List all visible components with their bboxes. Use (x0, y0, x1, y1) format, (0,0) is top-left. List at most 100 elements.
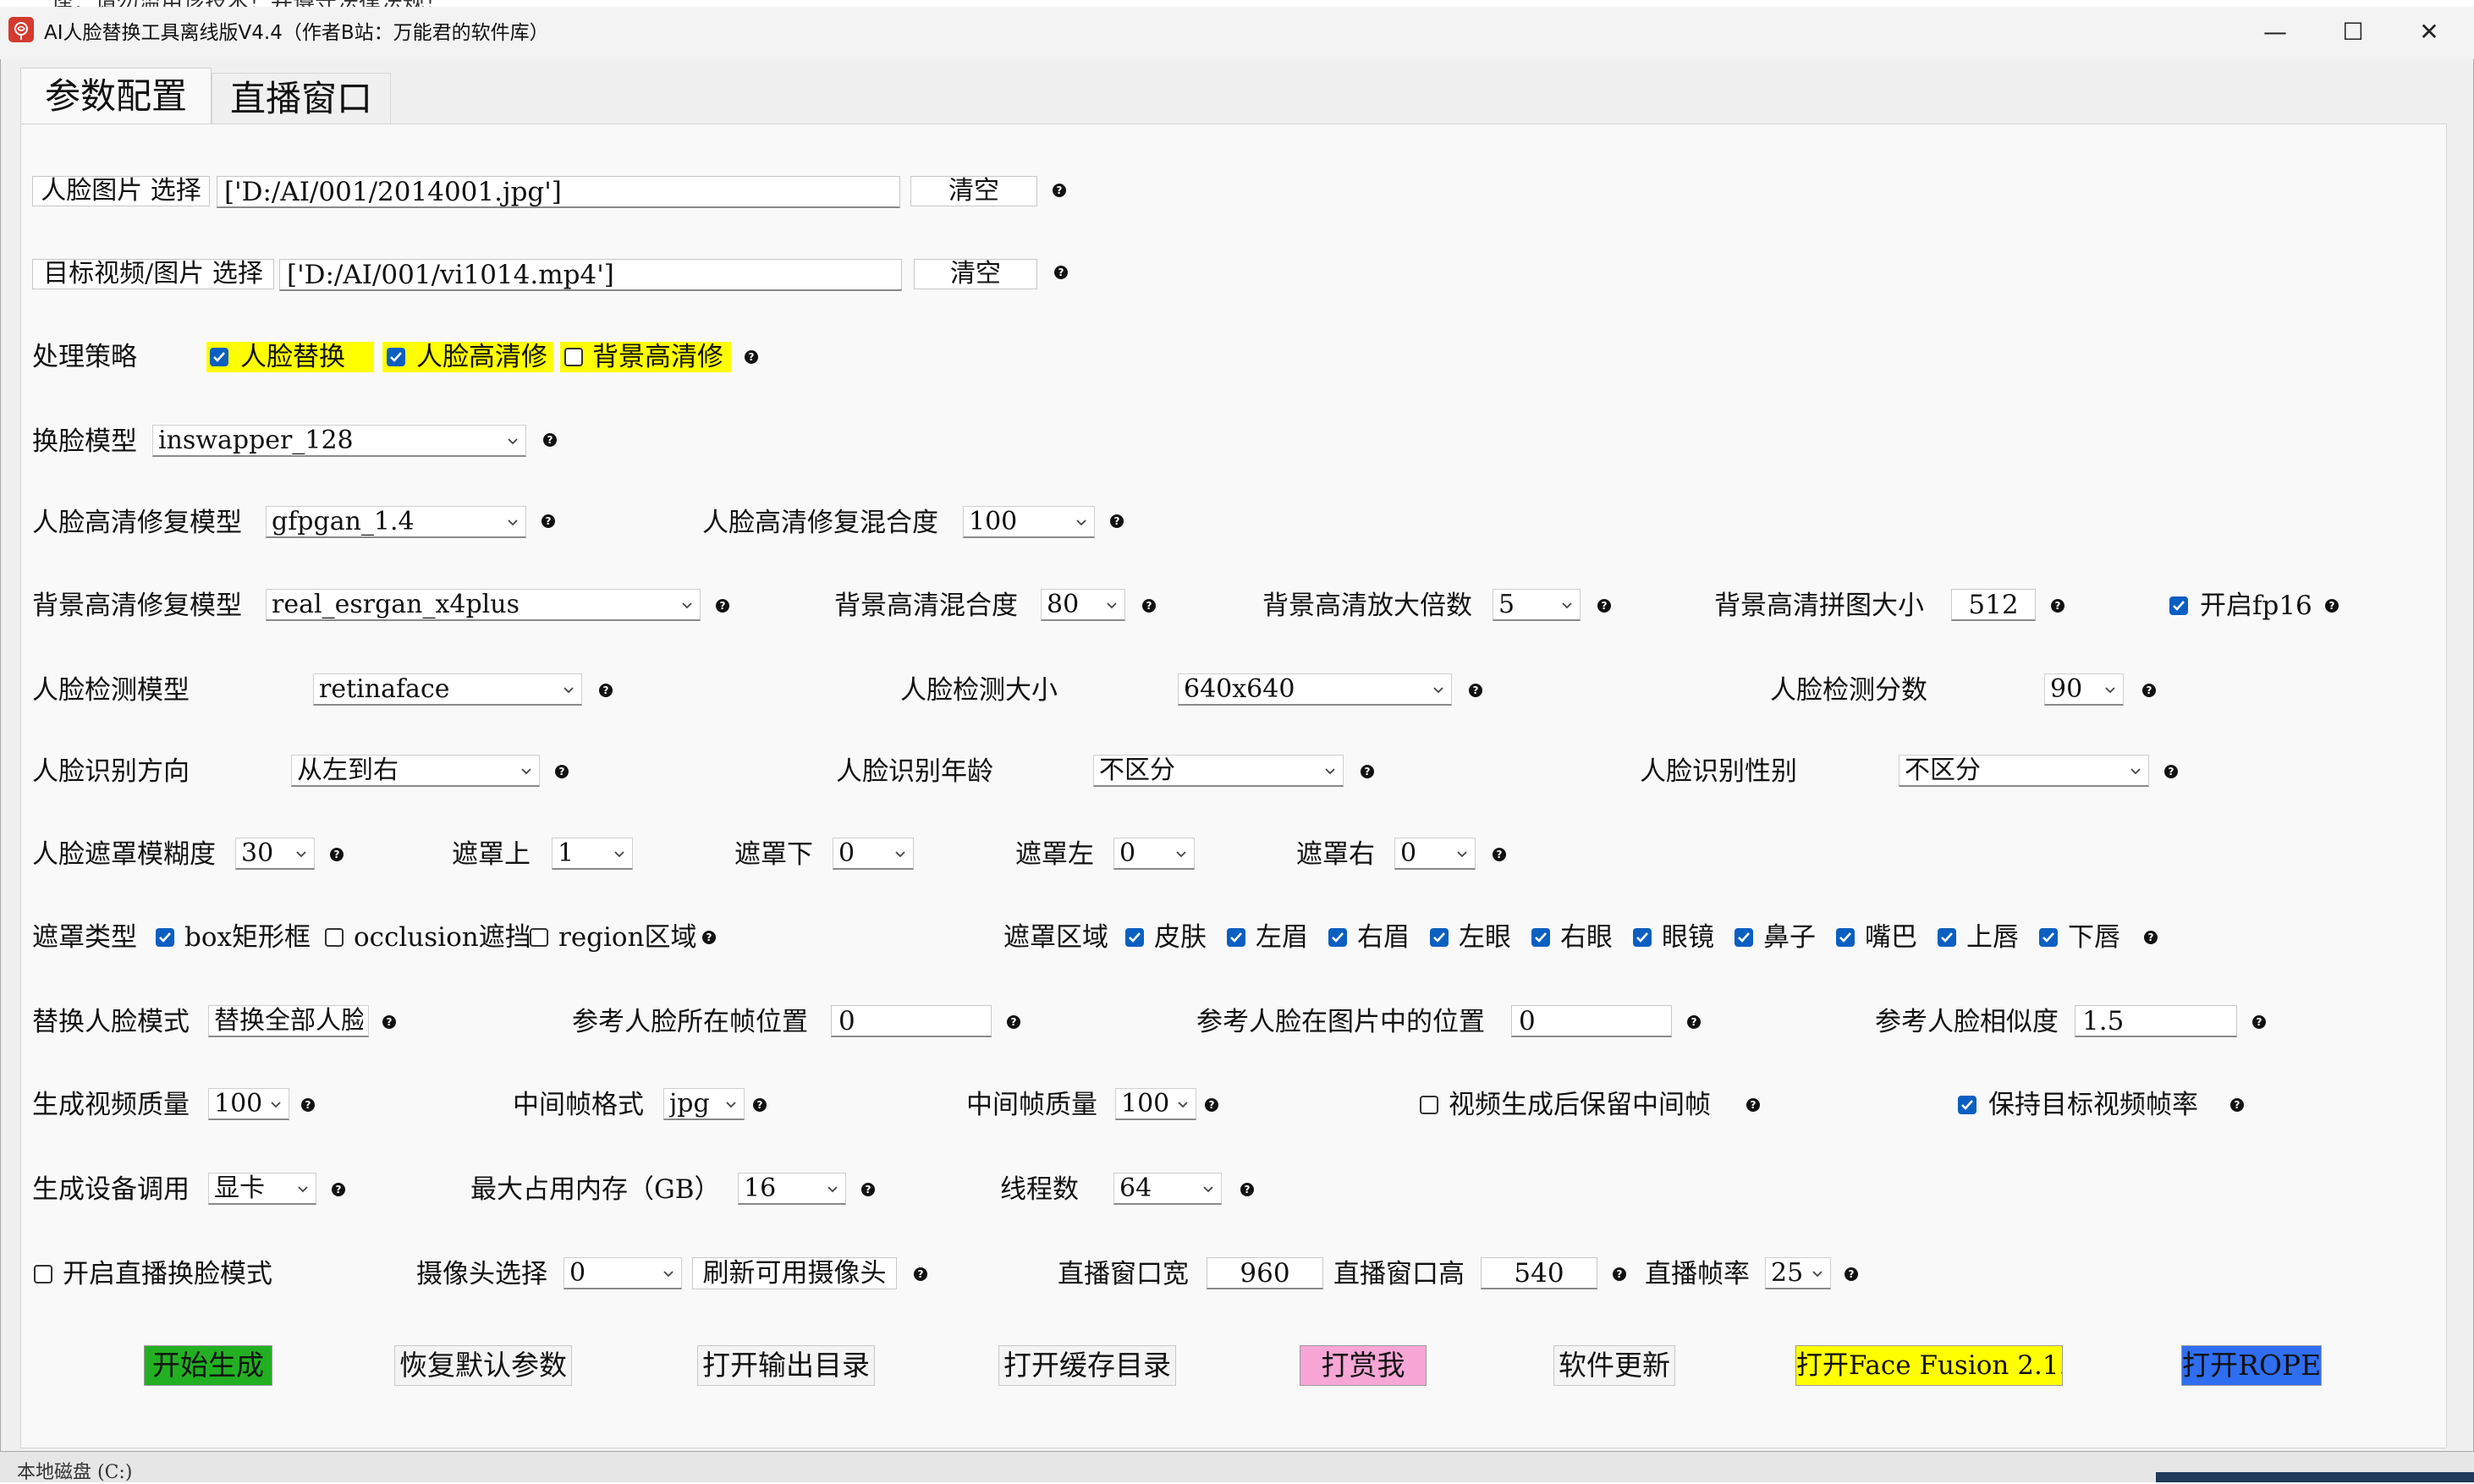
live-mode-label[interactable]: 开启直播换脸模式 (63, 1259, 272, 1289)
region-right-eye-checkbox[interactable] (1531, 928, 1550, 947)
question-icon[interactable]: ? (702, 931, 716, 944)
question-icon[interactable]: ? (543, 433, 557, 447)
question-icon[interactable]: ? (753, 1098, 767, 1112)
question-icon[interactable]: ? (1687, 1015, 1701, 1029)
region-mouth-checkbox[interactable] (1836, 928, 1855, 947)
question-icon[interactable]: ? (716, 599, 729, 613)
region-nose-checkbox[interactable] (1735, 928, 1753, 947)
replace-mode-dropdown[interactable]: 替换全部人脸 (208, 1005, 369, 1037)
close-button[interactable]: ✕ (2419, 17, 2439, 46)
tab-config[interactable]: 参数配置 (20, 68, 212, 124)
open-rope-button[interactable]: 打开ROPE (2181, 1345, 2322, 1386)
question-icon[interactable]: ? (1054, 266, 1068, 279)
question-icon[interactable]: ? (745, 350, 758, 364)
mask-bottom-dropdown[interactable]: 0 (833, 838, 914, 870)
keep-frames-label[interactable]: 视频生成后保留中间帧 (1449, 1090, 1711, 1120)
region-left-eyebrow-checkbox[interactable] (1227, 928, 1245, 947)
ref-frame-field[interactable]: 0 (831, 1005, 992, 1037)
open-face-fusion-button[interactable]: 打开Face Fusion 2.1.3 (1795, 1345, 2063, 1386)
question-icon[interactable]: ? (2164, 765, 2178, 778)
bg-enhance-tile-field[interactable]: 512 (1951, 589, 2036, 621)
region-lower-lip-checkbox[interactable] (2039, 928, 2058, 947)
region-mouth-label[interactable]: 嘴巴 (1865, 922, 1917, 953)
detect-size-dropdown[interactable]: 640x640 (1178, 673, 1452, 706)
strategy-bg-enhance-checkbox[interactable] (564, 348, 583, 366)
title-bar[interactable] (0, 7, 2474, 59)
strategy-swap-checkbox[interactable] (210, 348, 228, 366)
software-update-button[interactable]: 软件更新 (1553, 1345, 1675, 1386)
live-fps-dropdown[interactable]: 25 (1765, 1257, 1831, 1289)
strategy-bg-enhance-label[interactable]: 背景高清修 (592, 342, 723, 372)
region-left-eye-checkbox[interactable] (1430, 928, 1449, 947)
region-nose-label[interactable]: 鼻子 (1763, 922, 1816, 953)
region-glasses-checkbox[interactable] (1633, 928, 1652, 947)
question-icon[interactable]: ? (2325, 599, 2339, 613)
bg-enhance-scale-dropdown[interactable]: 5 (1493, 589, 1581, 621)
mask-type-occlusion-label[interactable]: occlusion遮挡 (354, 922, 531, 953)
region-skin-checkbox[interactable] (1125, 928, 1144, 947)
detect-model-dropdown[interactable]: retinaface (313, 673, 582, 706)
question-icon[interactable]: ? (1746, 1098, 1760, 1112)
keep-frames-checkbox[interactable] (1420, 1096, 1438, 1114)
question-icon[interactable]: ? (861, 1183, 875, 1196)
region-left-eye-label[interactable]: 左眼 (1459, 922, 1511, 953)
question-icon[interactable]: ? (542, 514, 555, 528)
mask-top-dropdown[interactable]: 1 (552, 838, 633, 870)
question-icon[interactable]: ? (1469, 684, 1482, 697)
question-icon[interactable]: ? (1597, 599, 1611, 613)
open-output-dir-button[interactable]: 打开输出目录 (697, 1345, 875, 1386)
live-mode-checkbox[interactable] (34, 1265, 52, 1283)
target-clear-button[interactable]: 清空 (914, 259, 1037, 289)
question-icon[interactable]: ? (2230, 1098, 2244, 1112)
question-icon[interactable]: ? (1007, 1015, 1020, 1029)
frame-format-dropdown[interactable]: jpg (663, 1088, 745, 1120)
question-icon[interactable]: ? (2252, 1015, 2266, 1029)
recognize-direction-dropdown[interactable]: 从左到右 (291, 755, 540, 787)
region-right-eyebrow-label[interactable]: 右眉 (1357, 922, 1410, 953)
question-icon[interactable]: ? (1205, 1098, 1218, 1112)
device-dropdown[interactable]: 显卡 (208, 1173, 316, 1205)
region-right-eye-label[interactable]: 右眼 (1560, 922, 1613, 953)
mask-right-dropdown[interactable]: 0 (1394, 838, 1476, 870)
target-path-field[interactable]: ['D:/AI/001/vi1014.mp4'] (279, 259, 902, 291)
minimize-button[interactable]: — (2263, 17, 2287, 46)
ref-position-field[interactable]: 0 (1511, 1005, 1672, 1037)
tab-live[interactable]: 直播窗口 (212, 73, 391, 124)
region-right-eyebrow-checkbox[interactable] (1328, 928, 1347, 947)
fp16-checkbox[interactable] (2169, 596, 2188, 615)
question-icon[interactable]: ? (555, 765, 569, 778)
question-icon[interactable]: ? (1361, 765, 1374, 778)
question-icon[interactable]: ? (2051, 599, 2064, 613)
camera-dropdown[interactable]: 0 (564, 1257, 682, 1289)
live-width-field[interactable]: 960 (1207, 1257, 1323, 1289)
face-enhance-model-dropdown[interactable]: gfpgan_1.4 (266, 506, 526, 538)
mask-blur-dropdown[interactable]: 30 (235, 838, 315, 870)
question-icon[interactable]: ? (1240, 1183, 1254, 1196)
recognize-gender-dropdown[interactable]: 不区分 (1899, 755, 2149, 787)
question-icon[interactable]: ? (1493, 848, 1506, 861)
question-icon[interactable]: ? (330, 848, 344, 861)
region-upper-lip-label[interactable]: 上唇 (1966, 922, 2019, 953)
fp16-label[interactable]: 开启fp16 (2200, 591, 2312, 621)
open-cache-dir-button[interactable]: 打开缓存目录 (998, 1345, 1176, 1386)
strategy-face-enhance-checkbox[interactable] (387, 348, 405, 366)
region-lower-lip-label[interactable]: 下唇 (2068, 922, 2120, 953)
detect-score-dropdown[interactable]: 90 (2044, 673, 2124, 706)
bg-enhance-blend-dropdown[interactable]: 80 (1041, 589, 1125, 621)
question-icon[interactable]: ? (2142, 684, 2156, 697)
strategy-face-enhance-label[interactable]: 人脸高清修 (416, 342, 547, 372)
mask-type-box-checkbox[interactable] (156, 928, 174, 947)
mask-type-occlusion-checkbox[interactable] (325, 928, 344, 947)
region-glasses-label[interactable]: 眼镜 (1662, 922, 1714, 953)
maximize-button[interactable]: ☐ (2342, 17, 2364, 46)
mask-type-region-checkbox[interactable] (530, 928, 548, 947)
video-quality-dropdown[interactable]: 100 (208, 1088, 289, 1120)
donate-button[interactable]: 打赏我 (1300, 1345, 1427, 1386)
max-memory-dropdown[interactable]: 16 (738, 1173, 846, 1205)
keep-fps-label[interactable]: 保持目标视频帧率 (1988, 1090, 2198, 1120)
question-icon[interactable]: ? (382, 1015, 396, 1029)
face-image-select-button[interactable]: 人脸图片 选择 (32, 176, 210, 206)
strategy-swap-label[interactable]: 人脸替换 (240, 342, 345, 372)
mask-left-dropdown[interactable]: 0 (1113, 838, 1195, 870)
refresh-camera-button[interactable]: 刷新可用摄像头 (692, 1257, 897, 1289)
